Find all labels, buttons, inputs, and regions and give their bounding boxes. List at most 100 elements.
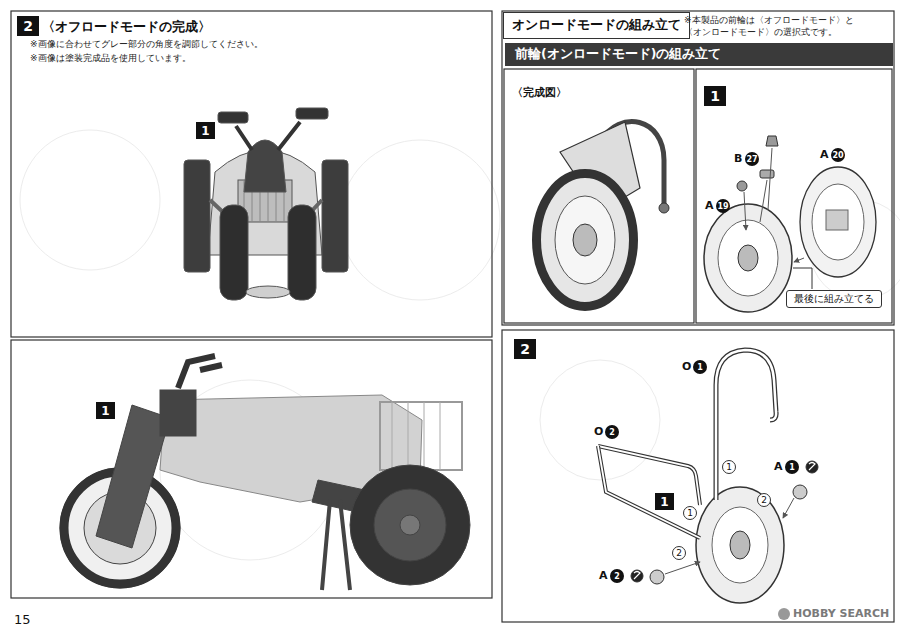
wheel-complete-view xyxy=(573,224,597,256)
wheel-tube-assembly xyxy=(716,350,776,500)
order-number: 2 xyxy=(757,493,771,507)
wheel-parts-exploded xyxy=(812,184,864,260)
step-badge: 1 xyxy=(704,86,726,106)
part-number: 1 xyxy=(693,360,707,374)
wheel-complete-view xyxy=(659,203,669,213)
panel-frame xyxy=(502,11,894,325)
bike-side-view xyxy=(392,402,440,470)
bike-front-view xyxy=(246,286,290,298)
section-band: 前輪(オンロードモード)の組み立て xyxy=(505,43,893,66)
part-runner: A xyxy=(820,148,829,162)
wheel-tube-assembly xyxy=(783,498,794,518)
watermark: HOBBY SEARCH xyxy=(793,607,889,620)
page-number: 15 xyxy=(14,612,31,627)
part-runner: A xyxy=(705,199,714,213)
wheel-parts-exploded xyxy=(704,204,792,312)
wheel-tube-assembly xyxy=(634,572,640,580)
wheel-tube-assembly xyxy=(665,562,700,574)
node-text: 1 xyxy=(201,124,209,138)
note-text: ※本製品の前輪は〈オフロードモード〉と 〈オンロードモード〉の選択式です。 xyxy=(684,14,889,38)
bike-front-view xyxy=(322,160,348,272)
part-runner: O xyxy=(594,425,603,439)
bike-side-view xyxy=(380,402,462,470)
note-text: ※画像に合わせてグレー部分の角度を調節してください。 xyxy=(30,38,263,51)
wheel-parts-exploded xyxy=(704,136,876,312)
callout-number: 1 xyxy=(196,122,215,139)
node-text: 1 xyxy=(710,88,720,104)
bike-front-view xyxy=(220,205,248,300)
wheel-tube-assembly xyxy=(809,463,815,471)
wheel-tube-assembly xyxy=(598,350,818,603)
wheel-tube-assembly xyxy=(650,570,664,584)
panel-frame xyxy=(696,69,892,323)
order-number: 1 xyxy=(722,460,736,474)
part-number: 19 xyxy=(716,199,730,213)
node-text: 1 xyxy=(660,495,668,509)
bike-side-view xyxy=(400,515,420,535)
wheel-complete-view xyxy=(555,196,615,284)
figure-title: 〈完成図〉 xyxy=(512,86,567,100)
part-number: 2 xyxy=(605,425,619,439)
bike-side-view xyxy=(374,489,446,561)
section-title: 〈オフロードモードの完成〉 xyxy=(42,18,211,36)
node-text: 1 xyxy=(101,404,109,418)
background-art xyxy=(340,140,500,300)
wheel-parts-exploded xyxy=(826,210,848,230)
order-number: 2 xyxy=(672,546,686,560)
bike-front-view xyxy=(236,122,300,150)
node-text: 前輪(オンロードモード)の組み立て xyxy=(515,46,721,63)
part-runner: O xyxy=(682,360,691,374)
note-box: 最後に組み立てる xyxy=(786,290,882,308)
background-art xyxy=(20,130,160,270)
part-runner: A xyxy=(774,460,783,474)
panel-frame xyxy=(11,11,492,337)
wheel-parts-exploded xyxy=(718,220,778,296)
part-runner: B xyxy=(734,152,742,166)
wheel-parts-exploded xyxy=(738,245,758,271)
wheel-parts-exploded xyxy=(766,136,778,146)
part-number: 2 xyxy=(610,569,624,583)
wheel-tube-assembly xyxy=(712,507,768,583)
wheel-tube-assembly xyxy=(730,531,750,559)
callout-number: 1 xyxy=(96,402,115,419)
bike-front-view xyxy=(296,108,328,119)
part-number: 1 xyxy=(785,460,799,474)
wheel-parts-exploded xyxy=(744,148,772,230)
wheel-parts-exploded xyxy=(794,258,804,262)
node-text: 最後に組み立てる xyxy=(794,292,874,306)
step-badge: 2 xyxy=(514,339,536,359)
bike-front-view xyxy=(184,160,210,272)
node-text: 2 xyxy=(23,18,33,34)
panel-frame xyxy=(502,330,894,622)
bike-side-view xyxy=(60,356,470,590)
panel-frame xyxy=(11,11,894,622)
bike-side-view xyxy=(160,390,196,436)
wheel-tube-assembly xyxy=(806,461,818,473)
wheel-tube-assembly xyxy=(716,350,776,500)
part-runner: A xyxy=(599,569,608,583)
bike-side-view xyxy=(96,405,170,548)
bike-front-view xyxy=(288,205,316,300)
bike-side-view xyxy=(322,500,350,590)
section-header: オンロードモードの組み立て xyxy=(503,12,690,39)
panel-frame xyxy=(11,340,492,598)
wheel-tube-assembly xyxy=(696,487,784,603)
watermark-icon xyxy=(778,608,790,620)
node-text: オンロードモードの組み立て xyxy=(512,17,681,34)
order-number: 1 xyxy=(683,506,697,520)
note-text: ※画像は塗装完成品を使用しています。 xyxy=(30,52,191,65)
wheel-tube-assembly xyxy=(598,446,700,538)
wheel-parts-exploded xyxy=(737,181,747,191)
wheel-tube-assembly xyxy=(598,446,700,538)
bike-side-view xyxy=(350,465,470,585)
wheel-tube-assembly xyxy=(793,485,807,499)
wheel-parts-exploded xyxy=(760,170,774,178)
callout-number: 1 xyxy=(655,493,674,510)
bike-front-view xyxy=(184,108,348,300)
part-number: 27 xyxy=(745,152,759,166)
wheel-parts-exploded xyxy=(793,268,812,289)
step-badge: 2 xyxy=(17,16,39,36)
watermark-icon xyxy=(778,608,790,620)
wheel-complete-view xyxy=(533,122,669,310)
